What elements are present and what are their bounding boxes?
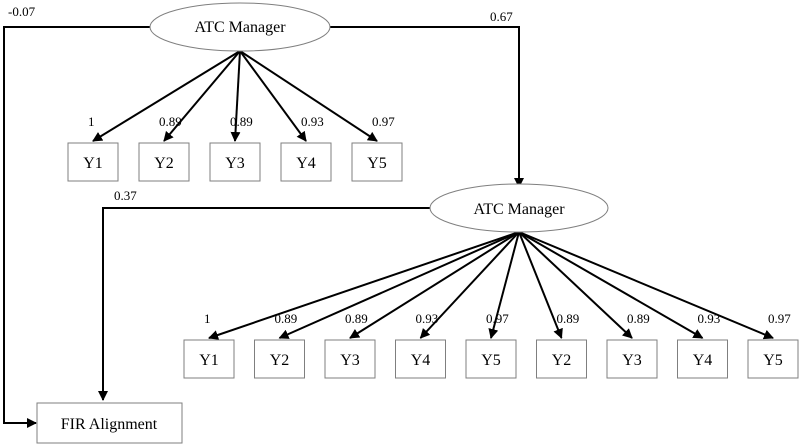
latent-top-label: ATC Manager bbox=[194, 19, 286, 36]
mid-indicator-label: Y5 bbox=[481, 352, 501, 369]
mid-loading-label: 0.93 bbox=[416, 311, 439, 326]
mid-indicator-label: Y5 bbox=[763, 352, 783, 369]
mid-indicator-box bbox=[677, 339, 728, 379]
mid-loading-label: 0.89 bbox=[627, 311, 650, 326]
top-loading-arrow bbox=[92, 50, 241, 142]
mid-loading-label: 1 bbox=[204, 311, 211, 326]
mid-indicator-label: Y4 bbox=[411, 352, 431, 369]
mid-indicator-box bbox=[324, 339, 376, 379]
top-indicator-box bbox=[138, 142, 190, 182]
latent-mid-label: ATC Manager bbox=[473, 201, 565, 218]
top-indicator-label: Y3 bbox=[225, 155, 245, 172]
mid-loading-arrow bbox=[488, 231, 520, 339]
mid-indicator-label: Y3 bbox=[340, 352, 360, 369]
outcome-label: FIR Alignment bbox=[61, 416, 158, 433]
outcome-box bbox=[36, 402, 183, 444]
mid-loading-arrow bbox=[419, 231, 520, 339]
mid-loading-label: 0.89 bbox=[557, 311, 580, 326]
mid-indicator-box bbox=[536, 339, 587, 379]
mid-loading-arrow bbox=[518, 231, 633, 339]
mid-loading-label: 0.97 bbox=[768, 311, 791, 326]
coef-top-to-outcome: -0.07 bbox=[8, 4, 36, 19]
top-loading-label: 0.93 bbox=[301, 114, 324, 129]
top-loading-label: 0.89 bbox=[159, 114, 182, 129]
mid-indicator-box bbox=[183, 339, 235, 379]
mid-loading-arrow bbox=[518, 231, 704, 339]
path-mid-to-outcome bbox=[98, 207, 430, 401]
mid-loading-label: 0.97 bbox=[486, 311, 509, 326]
top-loading-label: 1 bbox=[88, 114, 95, 129]
top-indicator-box bbox=[209, 142, 261, 182]
top-loading-arrows bbox=[92, 50, 378, 142]
top-loading-arrow bbox=[239, 50, 378, 142]
mid-indicator-label: Y3 bbox=[622, 352, 642, 369]
latent-mid-ellipse bbox=[429, 183, 609, 233]
mid-loading-arrow bbox=[349, 231, 520, 339]
mid-loading-arrow bbox=[518, 231, 563, 339]
mid-indicator-label: Y1 bbox=[199, 352, 219, 369]
mid-loading-label: 0.89 bbox=[275, 311, 298, 326]
top-loading-arrow bbox=[239, 50, 307, 142]
mid-indicator-box bbox=[465, 339, 517, 379]
mid-indicator-label: Y2 bbox=[552, 352, 572, 369]
mid-indicator-box bbox=[395, 339, 446, 379]
path-top-to-mid bbox=[330, 26, 524, 188]
top-indicator-label: Y1 bbox=[83, 155, 103, 172]
top-loading-arrow bbox=[163, 50, 241, 142]
top-loading-label: 0.89 bbox=[230, 114, 253, 129]
mid-loading-label: 0.89 bbox=[345, 311, 368, 326]
mid-loading-arrow bbox=[518, 231, 774, 340]
top-loading-arrow bbox=[230, 50, 241, 142]
mid-loading-arrows bbox=[208, 231, 774, 340]
top-indicator-box bbox=[280, 142, 332, 182]
top-indicator-box bbox=[67, 142, 119, 182]
mid-indicator-box bbox=[747, 339, 799, 379]
coef-mid-to-outcome: 0.37 bbox=[114, 188, 137, 203]
mid-indicator-label: Y4 bbox=[693, 352, 713, 369]
mid-loading-arrow bbox=[278, 231, 520, 339]
latent-top-ellipse bbox=[149, 2, 331, 52]
mid-loading-arrow bbox=[208, 231, 520, 340]
top-loading-label: 0.97 bbox=[372, 114, 395, 129]
top-indicator-label: Y4 bbox=[296, 155, 316, 172]
mid-indicator-label: Y2 bbox=[270, 352, 290, 369]
top-indicator-label: Y5 bbox=[367, 155, 387, 172]
mid-indicator-box bbox=[254, 339, 305, 379]
path-top-to-outcome bbox=[3, 26, 150, 428]
mid-loading-label: 0.93 bbox=[698, 311, 721, 326]
top-indicator-box bbox=[351, 142, 403, 182]
mid-indicator-box bbox=[606, 339, 658, 379]
coef-top-to-mid: 0.67 bbox=[490, 9, 513, 24]
top-indicator-label: Y2 bbox=[154, 155, 174, 172]
